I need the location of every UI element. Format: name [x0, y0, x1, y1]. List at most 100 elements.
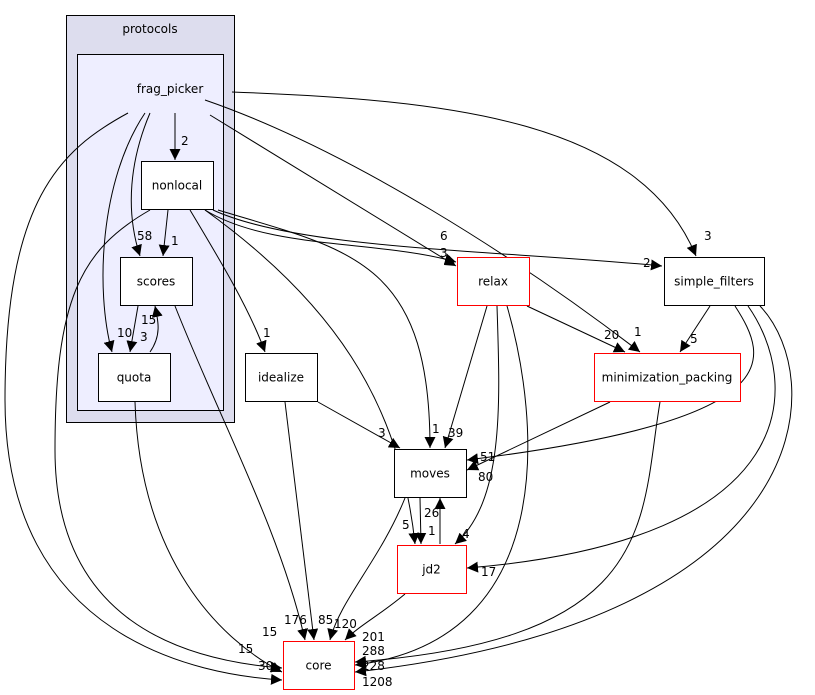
edge-nonlocal-to-moves[interactable]: 1 — [217, 209, 440, 449]
edge-line — [466, 305, 776, 573]
edge-label[interactable]: 4 — [462, 527, 470, 541]
edge-line — [327, 497, 406, 641]
edge-nonlocal-to-idealize[interactable]: 1 — [189, 209, 271, 353]
node-box — [120, 257, 193, 306]
edge-scores-to-core[interactable]: 176 — [174, 305, 308, 641]
edge-label[interactable]: 1 — [171, 234, 179, 248]
edge-line — [284, 401, 319, 641]
node-relax[interactable]: relax — [457, 257, 530, 306]
node-moves[interactable]: moves — [394, 449, 467, 498]
edge-label[interactable]: 3 — [440, 246, 448, 260]
node-scores[interactable]: scores — [120, 257, 193, 306]
edge-line — [209, 114, 457, 267]
node-nonlocal[interactable]: nonlocal — [141, 161, 214, 210]
edge-line — [158, 209, 170, 257]
edge-label[interactable]: 3 — [704, 229, 712, 243]
edge-simple_filters-to-jd2[interactable]: 17 — [466, 305, 776, 579]
node-simple-filters[interactable]: simple_filters — [664, 257, 765, 306]
node-label: jd2 — [421, 563, 441, 577]
cluster-frag-picker-label: frag_picker — [137, 82, 204, 96]
edge-label[interactable]: 3 — [378, 426, 386, 440]
edge-line — [134, 401, 283, 673]
edge-frag_picker-to-minimization_packing[interactable]: 1 — [204, 99, 642, 353]
edge-label[interactable]: 1 — [634, 325, 642, 339]
edge-label[interactable]: 39 — [448, 426, 463, 440]
edge-idealize-to-core[interactable]: 85 — [284, 401, 333, 641]
edge-label[interactable]: 3 — [140, 330, 148, 344]
edge-label[interactable]: 15 — [262, 625, 277, 639]
edge-label[interactable]: 1 — [263, 326, 271, 340]
cluster-protocols-label: protocols — [122, 22, 177, 36]
edge-label[interactable]: 228 — [362, 659, 385, 673]
node-idealize[interactable]: idealize — [245, 353, 318, 402]
edge-nonlocal-to-scores[interactable]: 1 — [158, 209, 179, 257]
node-label: quota — [117, 371, 152, 385]
edge-frag_picker-to-relax[interactable]: 3 — [209, 114, 457, 267]
edge-line — [679, 305, 711, 353]
edge-label[interactable]: 80 — [478, 470, 493, 484]
node-box — [98, 353, 171, 402]
edge-nonlocal-to-core[interactable]: 15 — [54, 209, 283, 673]
node-box — [394, 449, 467, 498]
edge-label[interactable]: 1208 — [362, 675, 393, 689]
edge-label[interactable]: 85 — [318, 613, 333, 627]
edge-label[interactable]: 1 — [428, 524, 436, 538]
node-core[interactable]: core — [283, 641, 355, 690]
edge-label[interactable]: 26 — [424, 506, 439, 520]
edge-simple_filters-to-minimization_packing[interactable]: 5 — [679, 305, 711, 353]
edge-label[interactable]: 288 — [362, 644, 385, 658]
edge-line — [54, 209, 283, 673]
edge-label[interactable]: 120 — [334, 617, 357, 631]
edge-label[interactable]: 51 — [480, 450, 495, 464]
edge-relax-to-minimization_packing[interactable]: 20 — [526, 305, 626, 353]
edge-quota-to-scores[interactable]: 15 — [141, 305, 163, 353]
edge-label[interactable]: 15 — [238, 642, 253, 656]
edge-jd2-to-core[interactable]: 201 — [344, 593, 406, 644]
edge-relax-to-jd2[interactable]: 4 — [454, 305, 500, 545]
node-minimization-packing[interactable]: minimization_packing — [594, 353, 741, 402]
edge-nonlocal-to-simple_filters[interactable]: 2 — [212, 209, 663, 271]
edge-label[interactable]: 10 — [117, 326, 132, 340]
edge-minimization_packing-to-core[interactable]: 228 — [354, 401, 661, 673]
edge-minimization_packing-to-moves[interactable]: 80 — [466, 401, 611, 484]
edge-moves-to-core[interactable]: 120 — [327, 497, 406, 641]
edge-quota-to-core[interactable]: 15 — [134, 401, 283, 673]
edge-relax-to-core[interactable]: 288 — [354, 305, 529, 670]
edge-label[interactable]: 5 — [402, 518, 410, 532]
edge-line — [102, 112, 146, 353]
node-jd2[interactable]: jd2 — [397, 545, 467, 594]
edge-line — [4, 112, 283, 685]
edge-label[interactable]: 201 — [362, 630, 385, 644]
edge-line — [415, 497, 427, 545]
edge-line — [126, 305, 139, 353]
edge-moves-to-jd2[interactable]: 1 — [415, 497, 436, 545]
edge-frag_picker-to-simple_filters[interactable]: 3 — [231, 91, 712, 257]
edge-line — [466, 401, 611, 471]
node-label: relax — [478, 275, 508, 289]
edge-nonlocal-to-relax[interactable]: 6 — [204, 209, 457, 265]
edge-label[interactable]: 6 — [440, 229, 448, 243]
edge-label[interactable]: 5 — [690, 332, 698, 346]
edge-frag_picker-to-quota[interactable]: 10 — [102, 112, 146, 353]
edge-relax-to-moves[interactable]: 39 — [442, 305, 488, 449]
edge-frag_picker-to-nonlocal[interactable]: 2 — [169, 113, 189, 160]
edge-simple_filters-to-core[interactable]: 1208 — [354, 305, 793, 689]
node-label: nonlocal — [152, 179, 203, 193]
edge-label[interactable]: 176 — [284, 613, 307, 627]
edge-label[interactable]: 20 — [604, 328, 619, 342]
edge-jd2-to-moves[interactable]: 26 — [424, 498, 446, 544]
edge-line — [442, 305, 488, 449]
edge-label[interactable]: 2 — [643, 256, 651, 270]
edge-line — [212, 209, 663, 271]
edge-label[interactable]: 58 — [137, 229, 152, 243]
edge-idealize-to-moves[interactable]: 3 — [317, 401, 401, 449]
edge-scores-to-quota[interactable]: 3 — [126, 305, 148, 353]
edge-label[interactable]: 17 — [481, 565, 496, 579]
edge-label[interactable]: 15 — [141, 313, 156, 327]
edge-label[interactable]: 2 — [181, 134, 189, 148]
node-quota[interactable]: quota — [98, 353, 171, 402]
edge-line — [454, 305, 500, 545]
edge-label[interactable]: 1 — [432, 422, 440, 436]
edge-frag_picker-to-scores[interactable]: 58 — [130, 112, 152, 257]
